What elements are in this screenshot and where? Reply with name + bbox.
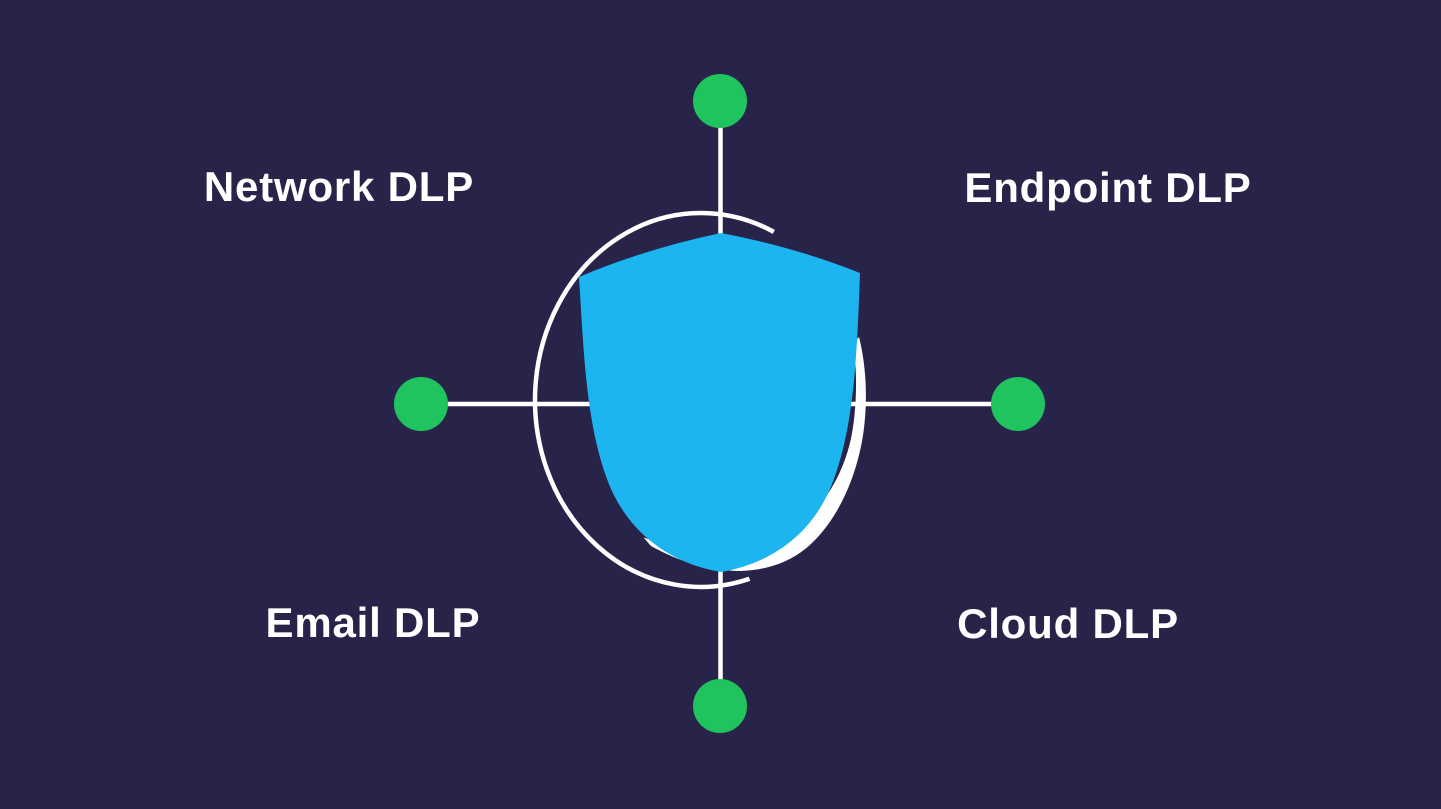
node-dot-top [693,74,747,128]
label-network-dlp: Network DLP [203,163,475,210]
label-email-dlp: Email DLP [265,599,481,646]
target-ring-arc [532,210,775,590]
label-endpoint-dlp: Endpoint DLP [964,164,1252,211]
node-dot-right [991,377,1045,431]
node-dot-bottom [693,679,747,733]
label-cloud-dlp: Cloud DLP [957,600,1179,647]
node-dot-left [394,377,448,431]
shield-icon [579,233,860,572]
